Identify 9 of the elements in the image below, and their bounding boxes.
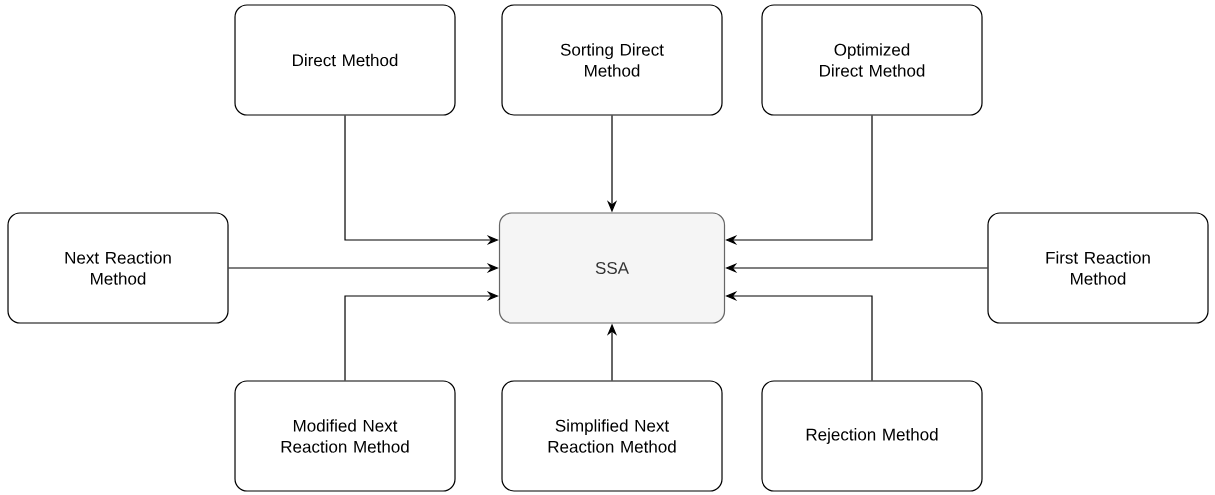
method-box: Sorting Direct Method bbox=[501, 4, 723, 116]
method-box: Modified Next Reaction Method bbox=[234, 380, 456, 492]
method-box: First Reaction Method bbox=[987, 212, 1209, 324]
method-box: Optimized Direct Method bbox=[761, 4, 983, 116]
method-box: Next Reaction Method bbox=[7, 212, 229, 324]
method-box: Simplified Next Reaction Method bbox=[501, 380, 723, 492]
center-box: SSA bbox=[498, 212, 726, 324]
method-box: Rejection Method bbox=[761, 380, 983, 492]
method-box: Direct Method bbox=[234, 4, 456, 116]
